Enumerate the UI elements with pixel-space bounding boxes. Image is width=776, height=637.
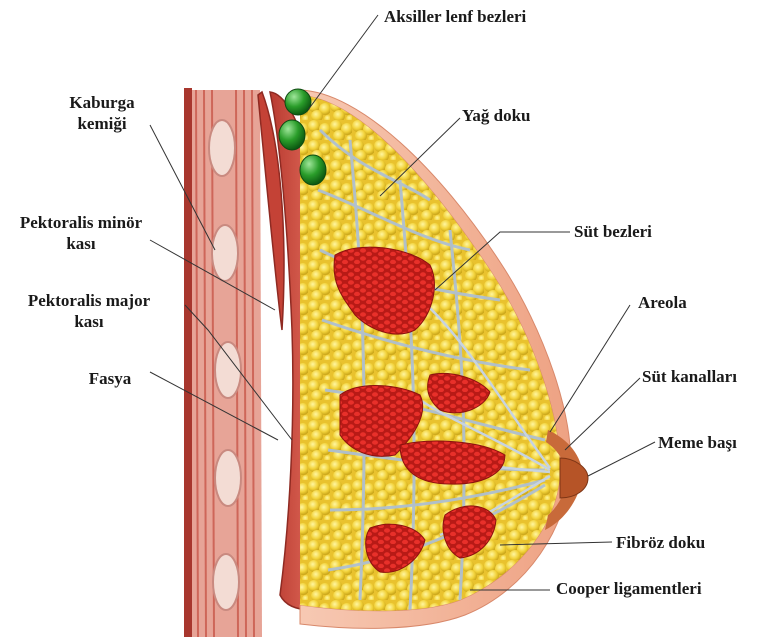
label-pectoralis-major: Pektoralis major kası: [6, 290, 172, 332]
label-areola: Areola: [638, 292, 687, 313]
label-cooper-ligaments: Cooper ligamentleri: [556, 578, 702, 599]
label-rib-line1: Kaburga: [52, 92, 152, 113]
label-pec-minor-line1: Pektoralis minör: [6, 212, 156, 233]
label-pectoralis-minor: Pektoralis minör kası: [6, 212, 156, 254]
label-fat-tissue: Yağ doku: [462, 105, 531, 126]
label-fibrous-tissue: Fibröz doku: [616, 532, 705, 553]
label-nipple: Meme başı: [658, 432, 737, 453]
label-milk-ducts: Süt kanalları: [642, 366, 737, 387]
label-rib-line2: kemiği: [52, 113, 152, 134]
label-milk-glands: Süt bezleri: [574, 221, 652, 242]
nipple: [560, 458, 588, 498]
label-pec-major-line2: kası: [6, 311, 172, 332]
label-pec-minor-line2: kası: [6, 233, 156, 254]
label-rib: Kaburga kemiği: [52, 92, 152, 134]
label-axillary-lymph-nodes: Aksiller lenf bezleri: [384, 6, 526, 27]
label-pec-major-line1: Pektoralis major: [6, 290, 172, 311]
label-fascia: Fasya: [70, 368, 150, 389]
